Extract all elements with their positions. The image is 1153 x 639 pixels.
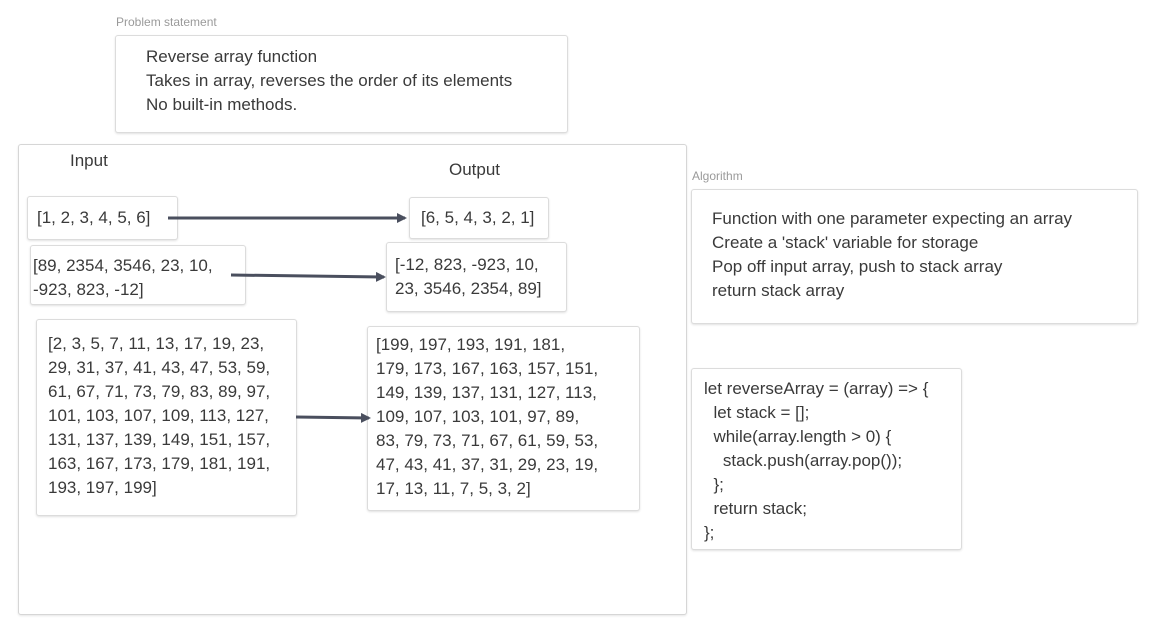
input-3-line-1: [2, 3, 5, 7, 11, 13, 17, 19, 23, (48, 334, 265, 353)
problem-statement-card[interactable]: Reverse array function Takes in array, r… (115, 35, 568, 133)
output-3-line-2: 179, 173, 167, 163, 157, 151, (376, 359, 599, 378)
algorithm-card[interactable]: Function with one parameter expecting an… (691, 189, 1138, 324)
problem-line-2: Takes in array, reverses the order of it… (146, 71, 513, 90)
input-heading: Input (70, 151, 108, 170)
input-3-line-5: 131, 137, 139, 149, 151, 157, (48, 430, 271, 449)
output-3-line-6: 47, 43, 41, 37, 31, 29, 23, 19, (376, 455, 599, 474)
output-1-line-1: [6, 5, 4, 3, 2, 1] (421, 208, 535, 227)
output-3-line-1: [199, 197, 193, 191, 181, (376, 335, 566, 354)
algorithm-line-3: Pop off input array, push to stack array (712, 257, 1003, 276)
input-2-line-1: [89, 2354, 3546, 23, 10, (33, 256, 213, 275)
problem-line-3: No built-in methods. (146, 95, 298, 114)
output-card-2[interactable]: [-12, 823, -923, 10, 23, 3546, 2354, 89] (386, 242, 567, 312)
input-3-line-7: 193, 197, 199] (48, 478, 157, 497)
code-line-4: stack.push(array.pop()); (704, 451, 903, 470)
output-3-line-7: 17, 13, 11, 7, 5, 3, 2] (376, 479, 531, 498)
algorithm-line-1: Function with one parameter expecting an… (712, 209, 1073, 228)
input-3-line-2: 29, 31, 37, 41, 43, 47, 53, 59, (48, 358, 271, 377)
input-3-line-4: 101, 103, 107, 109, 113, 127, (48, 406, 269, 425)
input-3-line-3: 61, 67, 71, 73, 79, 83, 89, 97, (48, 382, 271, 401)
code-line-2: let stack = []; (704, 403, 810, 422)
algorithm-line-4: return stack array (712, 281, 845, 300)
input-2-line-2: -923, 823, -12] (33, 280, 144, 299)
output-3-line-5: 83, 79, 73, 71, 67, 61, 59, 53, (376, 431, 599, 450)
algorithm-line-2: Create a 'stack' variable for storage (712, 233, 979, 252)
output-2-line-2: 23, 3546, 2354, 89] (395, 279, 542, 298)
code-line-1: let reverseArray = (array) => { (704, 379, 929, 398)
input-1-line-1: [1, 2, 3, 4, 5, 6] (37, 208, 151, 227)
output-card-1[interactable]: [6, 5, 4, 3, 2, 1] (409, 197, 549, 239)
code-line-3: while(array.length > 0) { (704, 427, 892, 446)
input-card-2[interactable]: [89, 2354, 3546, 23, 10, -923, 823, -12] (30, 245, 246, 305)
input-card-1[interactable]: [1, 2, 3, 4, 5, 6] (27, 196, 178, 240)
output-2-line-1: [-12, 823, -923, 10, (395, 255, 539, 274)
problem-statement-label: Problem statement (116, 15, 217, 29)
code-line-5: }; (704, 475, 724, 494)
output-heading: Output (449, 160, 501, 179)
algorithm-label: Algorithm (692, 169, 743, 183)
input-card-3[interactable]: [2, 3, 5, 7, 11, 13, 17, 19, 23, 29, 31,… (36, 319, 297, 516)
output-3-line-3: 149, 139, 137, 131, 127, 113, (376, 383, 597, 402)
problem-line-1: Reverse array function (146, 47, 318, 66)
code-line-7: }; (704, 523, 715, 542)
input-3-line-6: 163, 167, 173, 179, 181, 191, (48, 454, 271, 473)
output-card-3[interactable]: [199, 197, 193, 191, 181, 179, 173, 167,… (367, 326, 640, 511)
output-3-line-4: 109, 107, 103, 101, 97, 89, (376, 407, 580, 426)
code-line-6: return stack; (704, 499, 807, 518)
code-card[interactable]: let reverseArray = (array) => { let stac… (691, 368, 962, 550)
